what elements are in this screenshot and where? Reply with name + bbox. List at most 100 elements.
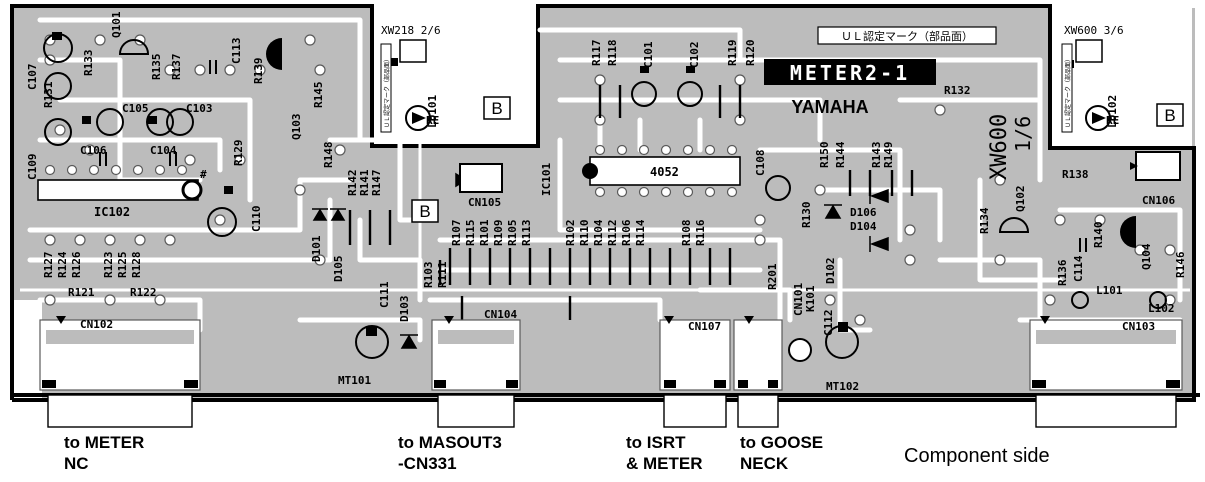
component-label: R142 (346, 170, 359, 197)
component-label: R149 (882, 142, 895, 169)
brand-label: YAMAHA (791, 97, 868, 117)
component-label: CN103 (1122, 320, 1155, 333)
component-label: R116 (694, 219, 707, 246)
component-label: C111 (378, 281, 391, 308)
ic101-pin1-dot (582, 163, 598, 179)
caption-to-goose-line1: to GOOSE (740, 433, 824, 452)
component-label: C112 (822, 310, 835, 337)
component-label: C108 (754, 150, 767, 177)
caption-to-meter-line2: NC (64, 454, 89, 473)
capacitors (43, 33, 1167, 362)
component-label: C109 (26, 154, 39, 181)
ul-small-right-label: ＵＬ認定マーク（部品面） (1064, 56, 1072, 128)
component-label: C114 (1072, 255, 1085, 282)
board-name-plate (764, 59, 936, 85)
ul-small-left-label: ＵＬ認定マーク（部品面） (383, 56, 391, 128)
board-id-label: XW600 (987, 114, 1012, 180)
component-label: R137 (170, 54, 183, 81)
component-label: Q101 (110, 11, 123, 38)
component-label: R131 (42, 81, 55, 108)
component-label: R201 (766, 263, 779, 290)
component-label: MT101 (338, 374, 371, 387)
diodes (312, 172, 889, 349)
component-label: R109 (492, 220, 505, 247)
component-label: D104 (850, 220, 877, 233)
component-label: R135 (150, 54, 163, 81)
component-label: CN105 (468, 196, 501, 209)
component-label: R124 (56, 251, 69, 278)
component-label: R138 (1062, 168, 1089, 181)
component-label: Q102 (1014, 186, 1027, 213)
box-b-2-label: B (419, 202, 430, 221)
component-label: RE (426, 114, 439, 127)
component-label: R145 (312, 82, 325, 109)
component-label: R101 (478, 219, 491, 246)
xw218-tag-frame (399, 39, 427, 63)
component-label: R128 (130, 252, 143, 279)
box-b-1-frame (483, 96, 511, 120)
component-label: Q104 (1140, 243, 1153, 270)
component-label: CN102 (80, 318, 113, 331)
transistors (118, 38, 1136, 248)
component-label: R144 (834, 141, 847, 168)
resistor-bars (348, 85, 914, 320)
component-label: C113 (230, 38, 243, 65)
component-label: R108 (680, 220, 693, 247)
component-label: R102 (564, 220, 577, 247)
xw218-tag-label: XW218 2/6 (381, 24, 441, 37)
cn106-marker (1130, 162, 1138, 170)
component-label: R121 (68, 286, 95, 299)
component-side-label: Component side (904, 445, 1050, 467)
component-label: R111 (436, 261, 449, 288)
ceramic-caps (99, 60, 1087, 252)
board-fraction-label: 1/6 (1011, 116, 1035, 152)
component-label: R146 (1174, 251, 1187, 278)
ic101-pins (594, 144, 738, 198)
component-label: Q103 (290, 114, 303, 141)
component-label: D105 (332, 256, 345, 283)
tag-window-left (374, 8, 536, 144)
caption-to-masout3-line1: to MASOUT3 (398, 433, 502, 452)
ul-mark-label: ＵＬ認定マーク（部品面） (841, 29, 973, 43)
component-label: R113 (520, 220, 533, 247)
pads (44, 34, 1176, 326)
component-label: CN107 (688, 320, 721, 333)
component-label: CN104 (484, 308, 517, 321)
component-label: C106 (80, 144, 107, 157)
connector-plugs (47, 394, 1177, 428)
component-label: R106 (620, 219, 633, 246)
caption-to-isrt-line1: to ISRT (626, 433, 686, 452)
component-label: LD101 (426, 95, 439, 128)
component-label: R127 (42, 252, 55, 279)
component-label: R140 (1092, 222, 1105, 249)
box-b-2-frame (411, 199, 439, 223)
caption-to-masout3-line2: -CN331 (398, 454, 457, 473)
component-label: C110 (250, 206, 263, 233)
caption-to-masout3: to MASOUT3 -CN331 (398, 432, 502, 474)
ic102-pins (44, 164, 188, 176)
component-label: R104 (592, 219, 605, 246)
component-label: R147 (370, 170, 383, 197)
component-label: R133 (82, 50, 95, 77)
ul-small-box-left (380, 43, 392, 133)
component-label: C102 (688, 42, 701, 69)
component-label: C105 (122, 102, 149, 115)
component-label: R107 (450, 220, 463, 247)
caption-to-isrt: to ISRT & METER (626, 432, 703, 474)
ul-small-box-right (1061, 43, 1073, 133)
ic101-label: IC101 (540, 163, 553, 196)
component-label: LD102 (1106, 95, 1119, 128)
component-label: R122 (130, 286, 157, 299)
component-label: R130 (800, 202, 813, 229)
component-label: D106 (850, 206, 877, 219)
component-label: R150 (818, 142, 831, 169)
component-label: D101 (310, 235, 323, 262)
board-outline (10, 4, 1196, 402)
component-label: C101 (642, 41, 655, 68)
component-label: R117 (590, 40, 603, 67)
component-label: R136 (1056, 259, 1069, 286)
component-label: R141 (358, 169, 371, 196)
box-b-1-label: B (491, 99, 502, 118)
component-label: # (200, 168, 207, 181)
